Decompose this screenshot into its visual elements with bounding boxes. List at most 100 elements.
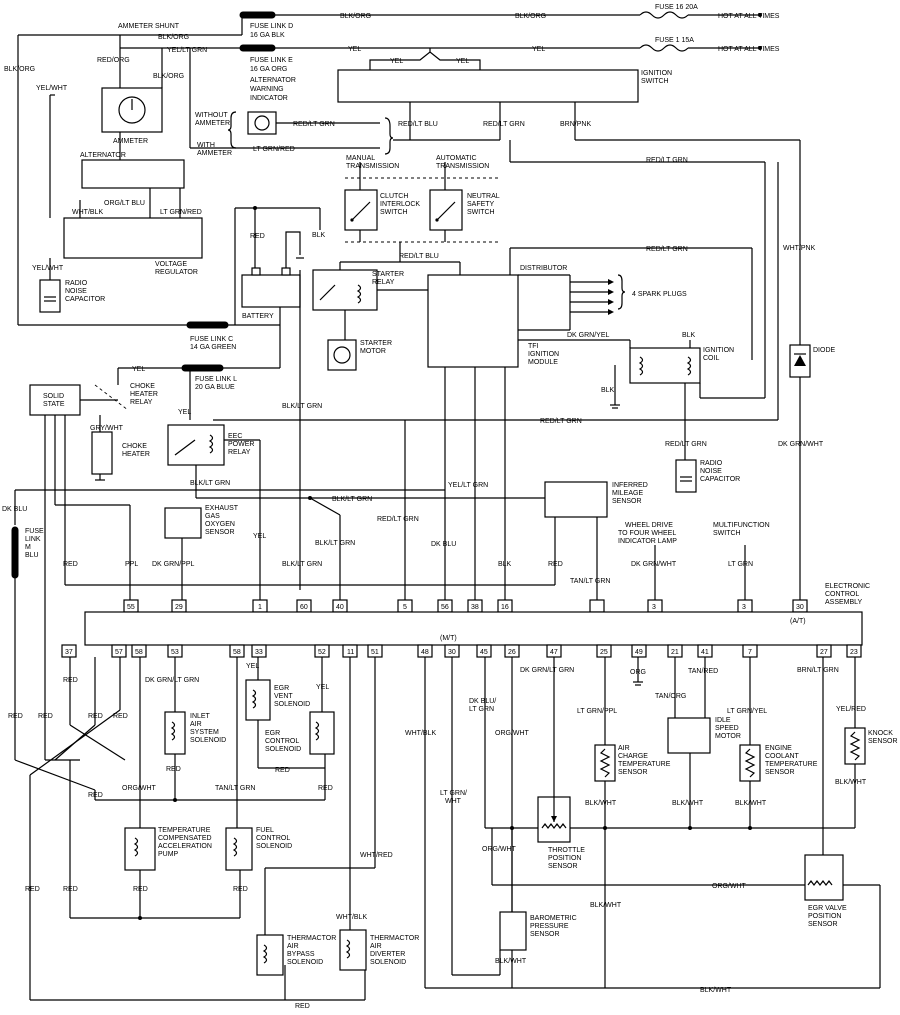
label-wht-blk-t: WHT/BLK [336, 914, 367, 921]
label-tps-1: THROTTLE [548, 847, 585, 854]
label-blk-wht-5: BLK/WHT [590, 902, 622, 909]
label-alt-warn-1: ALTERNATOR [250, 77, 296, 84]
label-blk-coil: BLK [682, 332, 696, 339]
label-4wd-1: WHEEL DRIVE [625, 522, 673, 529]
label-dk-blu-lt-grn-2: LT GRN [469, 706, 494, 713]
label-manual-2: TRANSMISSION [346, 163, 399, 170]
pin-label: 11 [347, 649, 354, 656]
label-tfi-2: IGNITION [528, 351, 559, 358]
diagram-labels: AMMETER SHUNT BLK/ORG YEL/LT GRN RED/ORG… [2, 4, 898, 1010]
label-fuse-m-1: FUSE [25, 528, 44, 535]
label-tfi-1: TFI [528, 343, 539, 350]
clutch-switch [344, 189, 378, 231]
label-blk-lt-grn-1: BLK/LT GRN [282, 403, 322, 410]
label-clutch-2: INTERLOCK [380, 201, 420, 208]
label-4wd-3: INDICATOR LAMP [618, 538, 677, 545]
pin-label: 7 [748, 649, 752, 656]
upper-sensor-section: 55 29 1 60 40 5 56 38 16 3 3 30 [65, 367, 808, 613]
lower-wiring-section: 37 57 58 53 58 33 52 11 51 48 30 45 26 4… [14, 644, 881, 1001]
pin-label: 58 [135, 649, 143, 656]
label-wht-red: WHT/RED [360, 852, 393, 859]
label-blk-wht-2: BLK/WHT [672, 800, 704, 807]
label-lt-grn-wht-1: LT GRN/ [440, 790, 467, 797]
label-multifunction-2: SWITCH [713, 530, 741, 537]
label-clutch-1: CLUTCH [380, 193, 408, 200]
label-red-b8: RED [25, 886, 40, 893]
label-wht-blk: WHT/BLK [72, 209, 103, 216]
label-manual-1: MANUAL [346, 155, 375, 162]
eec-relay-box [167, 424, 225, 466]
label-fuse-c-1: FUSE LINK C [190, 336, 233, 343]
label-blk-org-top-2: BLK/ORG [515, 13, 546, 20]
label-yel-top: YEL [348, 46, 361, 53]
voltage-regulator-box [63, 217, 203, 259]
label-radio-1: RADIO [65, 280, 88, 287]
label-egr-pos-2: POSITION [808, 913, 841, 920]
starter-relay-box [312, 269, 378, 311]
egr-vent-solenoid-box [245, 679, 271, 721]
label-alt-warn-2: WARNING [250, 86, 284, 93]
label-red-b5: RED [113, 713, 128, 720]
label-red-lt-grn-7: RED/LT GRN [377, 516, 419, 523]
label-fuse-m-2: LINK [25, 536, 41, 543]
label-blk-org-2: BLK/ORG [153, 73, 184, 80]
label-yel-lt-grn-2: YEL/LT GRN [448, 482, 488, 489]
label-inlet-4: SOLENOID [190, 737, 226, 744]
label-egr-vent-1: EGR [274, 685, 289, 692]
ignition-switch-box [337, 69, 639, 103]
inferred-mileage-box [544, 481, 608, 518]
label-mt: (M/T) [440, 635, 457, 642]
egr-control-solenoid-box [309, 711, 335, 755]
thermactor-bypass-box [256, 934, 284, 976]
isc-motor-box [667, 717, 711, 754]
pin-label: 48 [421, 649, 429, 656]
label-inlet-1: INLET [190, 713, 211, 720]
label-fuse-16: FUSE 16 20A [655, 4, 698, 11]
label-dk-grn-wht-2: DK GRN/WHT [631, 561, 677, 568]
label-eca-2: CONTROL [825, 591, 859, 598]
label-tan-org: TAN/ORG [655, 693, 686, 700]
inlet-air-solenoid-box [164, 711, 186, 755]
label-choke-relay-3: RELAY [130, 399, 153, 406]
start-interlock-section [339, 162, 500, 275]
pin-label: 27 [820, 649, 828, 656]
pin-label: 30 [796, 604, 804, 611]
label-distributor: DISTRIBUTOR [520, 265, 567, 272]
label-starter-motor-2: MOTOR [360, 348, 386, 355]
pin-label: 21 [671, 649, 679, 656]
label-eca-1: ELECTRONIC [825, 583, 870, 590]
label-lt-grn-red-2: LT GRN/RED [253, 146, 295, 153]
label-inlet-2: AIR [190, 721, 202, 728]
tcap-solenoid-box [124, 827, 156, 871]
label-red-b7: RED [318, 785, 333, 792]
label-yel-lt-grn: YEL/LT GRN [167, 47, 207, 54]
label-red-lt-grn-3: RED/LT GRN [646, 157, 688, 164]
top-pin-row: 55 29 1 60 40 5 56 38 16 3 3 30 [123, 599, 808, 613]
label-choke-relay-2: HEATER [130, 391, 158, 398]
label-knock-2: SENSOR [868, 738, 898, 745]
pin-label: 47 [550, 649, 558, 656]
label-blk-batt: BLK [312, 232, 326, 239]
label-red-lt-blu-2: RED/LT BLU [399, 253, 439, 260]
label-tab-2: AIR [287, 943, 299, 950]
label-inferred-3: SENSOR [612, 498, 642, 505]
label-egr-ctrl-3: SOLENOID [265, 746, 301, 753]
label-ppl: PPL [125, 561, 138, 568]
label-egr-vent-2: VENT [274, 693, 293, 700]
label-neutral-2: SAFETY [467, 201, 495, 208]
label-yel-eec: YEL [178, 409, 191, 416]
label-org-wht-3: ORG/WHT [482, 846, 517, 853]
label-fuel-1: FUEL [256, 827, 274, 834]
label-egr-ctrl-2: CONTROL [265, 738, 299, 745]
label-red-b10: RED [133, 886, 148, 893]
ignition-section [427, 247, 811, 600]
label-tan-lt-grn: TAN/LT GRN [570, 578, 610, 585]
battery-starter-section [234, 206, 428, 590]
pin-label: 60 [300, 604, 308, 611]
label-red-b11: RED [233, 886, 248, 893]
label-blk-lt-grn-3: BLK/LT GRN [332, 496, 372, 503]
label-coil-2: COIL [703, 355, 719, 362]
label-tps-3: SENSOR [548, 863, 578, 870]
pin-label: 16 [501, 604, 509, 611]
